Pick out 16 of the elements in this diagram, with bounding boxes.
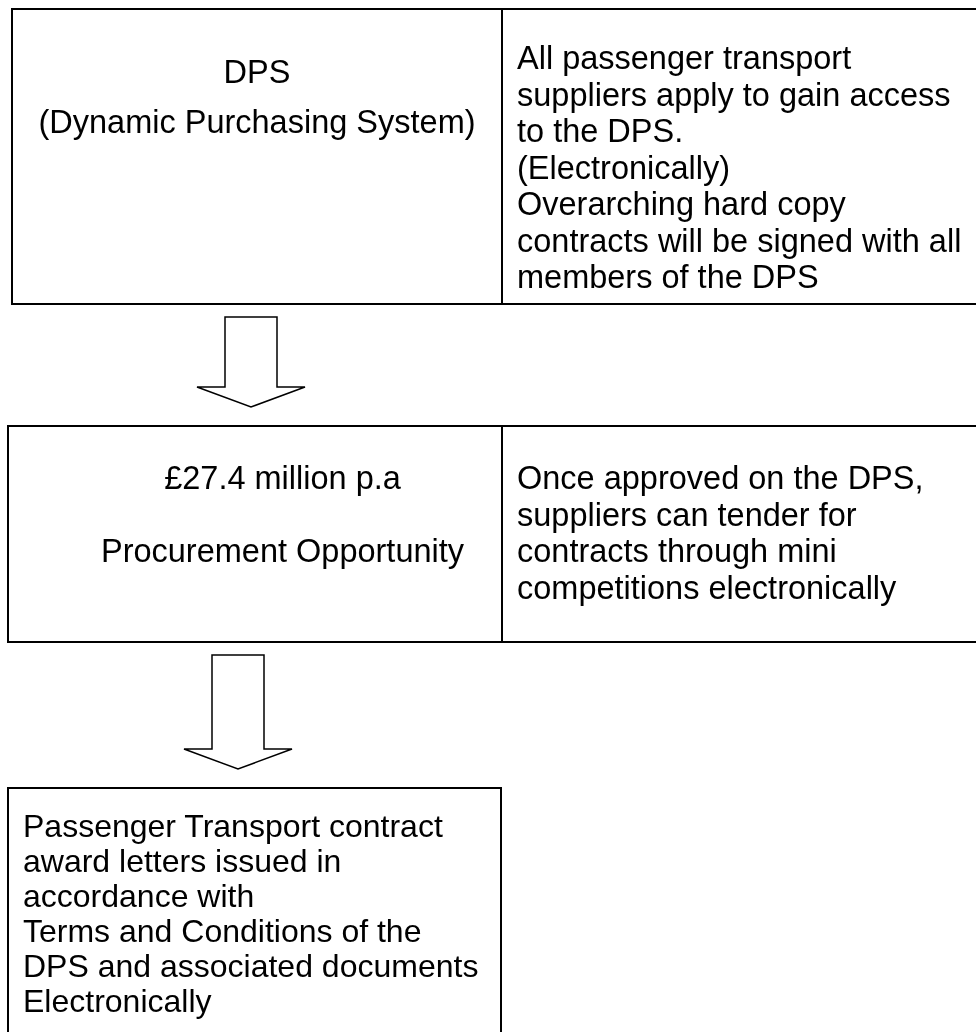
box-text: Procurement Opportunity (100, 532, 465, 569)
box-text: DPS (223, 54, 291, 91)
box-text: Passenger Transport contract award letters issued in accordance with (23, 809, 444, 914)
box-text: Once approved on the DPS, suppliers can tender for contracts through mini competitions electronically (517, 460, 925, 606)
box-text: £27.4 million p.a (164, 460, 401, 497)
box-text: Terms and Conditions of the DPS and associated documents (23, 914, 480, 984)
box-text: (Electronically) (517, 149, 732, 186)
process-box (7, 425, 976, 643)
block-arrow (183, 654, 293, 770)
process-box (11, 8, 976, 305)
box-text: Electronically (23, 984, 213, 1019)
block-arrow (196, 316, 306, 408)
process-box (7, 787, 502, 1032)
box-text: All passenger transport suppliers apply to gain access to the DPS. (517, 40, 952, 150)
box-text: Overarching hard copy contracts will be signed with all members of the DPS (517, 186, 963, 296)
box-text: (Dynamic Purchasing System) (38, 103, 476, 140)
